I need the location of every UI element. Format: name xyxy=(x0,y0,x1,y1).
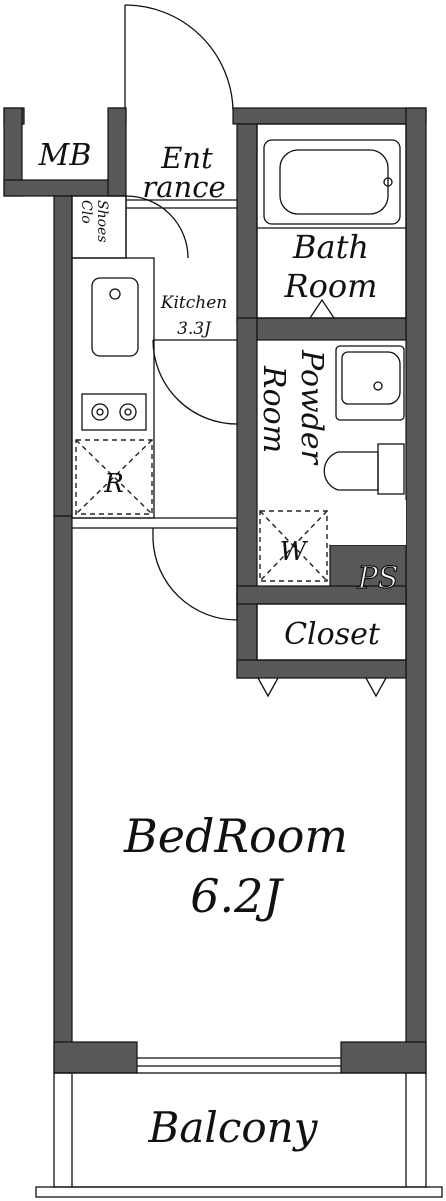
bathtub xyxy=(263,139,401,225)
bath-room-label-line2: Room xyxy=(284,267,378,305)
washer-space xyxy=(259,510,328,582)
refrigerator-label: R xyxy=(103,469,124,499)
bath-door-arrow xyxy=(309,298,335,319)
kitchen-label: Kitchen xyxy=(160,293,227,313)
entrance-label-line2: rance xyxy=(142,170,225,204)
toilet xyxy=(323,443,405,495)
stove xyxy=(81,393,147,431)
mb-label: MB xyxy=(38,138,92,173)
washbasin xyxy=(335,345,405,421)
shoes-closet-label-line2: Clo xyxy=(78,200,94,224)
shoes-closet-label-line1: Shoes xyxy=(94,200,110,243)
closet-door-arrows xyxy=(257,677,387,698)
washer-label: W xyxy=(280,537,309,567)
bedroom-label: BedRoom xyxy=(123,809,348,863)
entrance-label-line1: Ent xyxy=(160,141,213,175)
refrigerator-space xyxy=(75,439,153,515)
powder-room-label-line1: Powder xyxy=(294,349,329,466)
balcony-label: Balcony xyxy=(148,1103,319,1152)
sink xyxy=(91,277,139,357)
bath-room-label-line1: Bath xyxy=(292,228,369,266)
closet-label: Closet xyxy=(284,617,381,652)
powder-room-label-line2: Room xyxy=(256,365,291,453)
interior-lines xyxy=(35,123,443,1198)
exterior-walls xyxy=(3,107,427,1074)
ps-label: PS xyxy=(357,561,399,596)
entrance-door xyxy=(124,4,234,111)
bedroom-size-label: 6.2J xyxy=(190,869,284,923)
kitchen-size-label: 3.3J xyxy=(177,319,212,339)
